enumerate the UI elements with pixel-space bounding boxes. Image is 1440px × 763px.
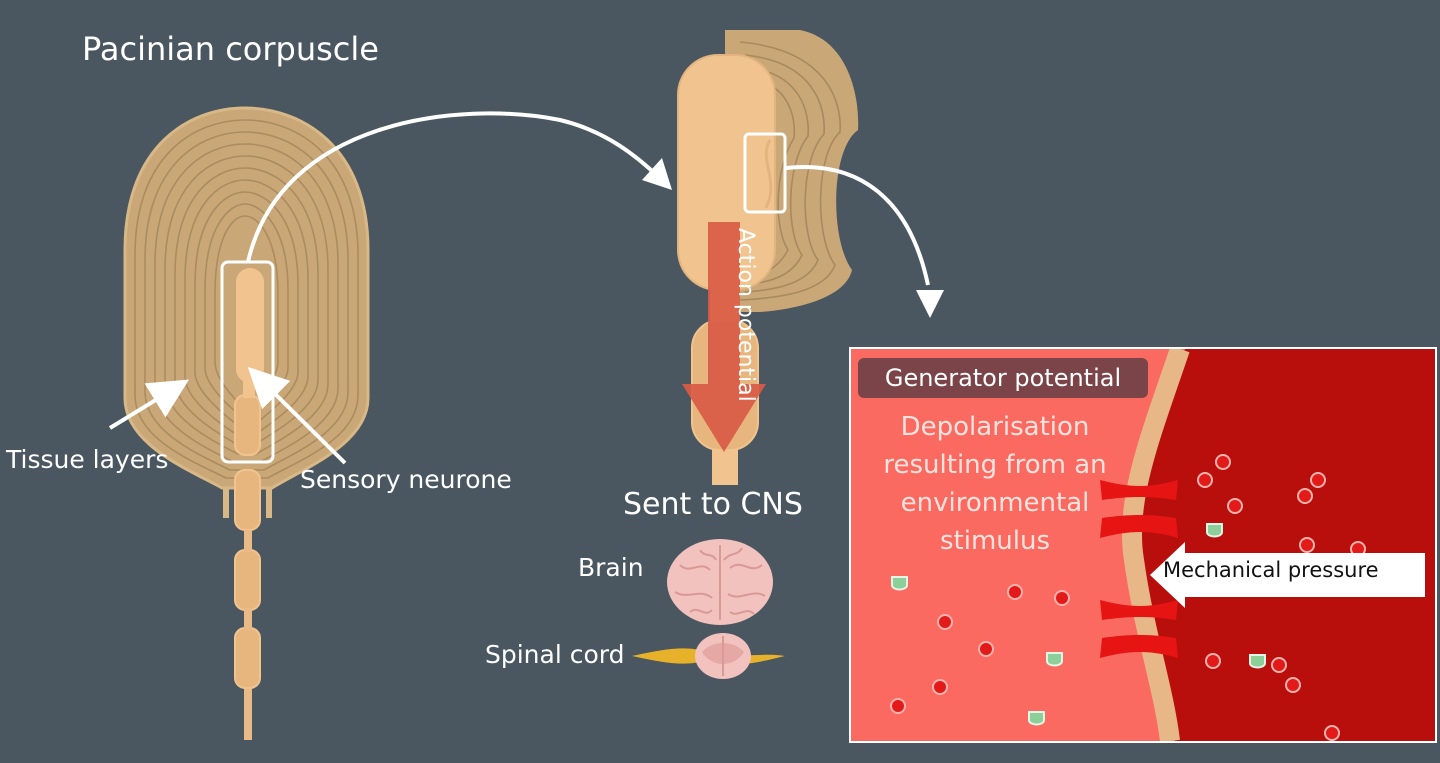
diagram-title: Pacinian corpuscle — [82, 30, 379, 68]
spinal-cord-icon — [632, 633, 785, 679]
spinal-cord-label: Spinal cord — [485, 640, 625, 669]
membrane-zoom — [849, 347, 1437, 743]
curved-arrow-icon — [246, 111, 662, 263]
action-potential-label: Action potential — [733, 228, 758, 402]
pointer-arrow-icon — [247, 366, 347, 465]
sensory-neurone-label: Sensory neurone — [300, 465, 512, 494]
mechanical-pressure-arrow — [1150, 542, 1425, 608]
myelin-segment — [234, 549, 261, 611]
ion-channel — [1100, 600, 1178, 658]
myelin-segment — [234, 627, 261, 689]
pacinian-corpuscle — [123, 106, 370, 740]
arrowhead-icon — [642, 158, 672, 190]
myelin-segment — [234, 469, 261, 531]
ion-channel — [1100, 480, 1178, 538]
other-ions — [891, 523, 1266, 726]
depolarisation-description: Depolarisation resulting from an environ… — [883, 412, 1107, 556]
action-potential-arrow — [682, 222, 766, 452]
arrowhead-icon — [916, 290, 944, 318]
generator-potential-badge: Generator potential — [858, 358, 1148, 398]
brain-label: Brain — [578, 553, 644, 582]
brain-icon — [667, 539, 773, 625]
curved-arrow-icon — [785, 165, 930, 286]
sent-to-cns-label: Sent to CNS — [623, 487, 803, 522]
nerve-fibre — [244, 660, 252, 740]
myelin-segment — [234, 394, 261, 456]
intracellular-region — [1138, 349, 1435, 741]
mechanical-pressure-label: Mechanical pressure — [1163, 558, 1379, 582]
pointer-arrow-icon — [108, 379, 190, 430]
cell-membrane — [1121, 349, 1190, 741]
membrane-highlight-box — [743, 132, 787, 214]
highlight-box — [220, 260, 275, 464]
tissue-layers-label: Tissue layers — [6, 445, 169, 474]
sensory-neurone-ending — [236, 268, 264, 383]
sodium-ions — [890, 454, 1366, 741]
